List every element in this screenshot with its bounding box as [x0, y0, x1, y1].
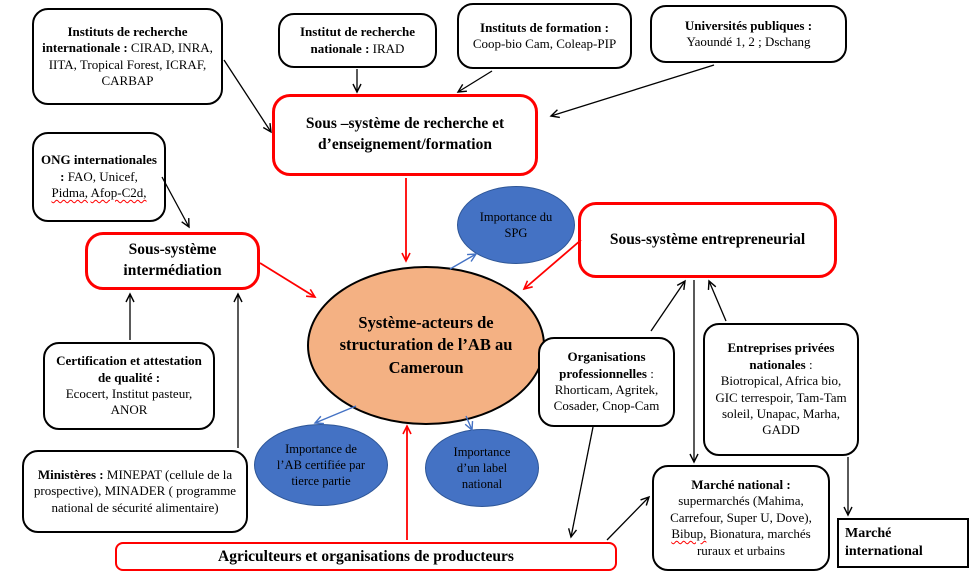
node-body: Biotropical, Africa bio, GIC terrespoir,…: [715, 373, 847, 438]
node-entrepreneurial-subsystem: Sous-système entrepreneurial: [578, 202, 837, 278]
node-research-international: Instituts de recherche internationale : …: [32, 8, 223, 105]
node-title: Marché national :: [691, 477, 791, 493]
node-body: IRAD: [372, 40, 405, 56]
node-body-misspelled: Afop-C2d,: [90, 185, 147, 201]
node-title: Organisations professionnelles: [559, 349, 647, 381]
arrow-universities-to-research-subsystem: [549, 64, 715, 119]
node-body: Bionatura, marchés ruraux et urbains: [696, 526, 811, 558]
node-label: Importance du SPG: [479, 209, 553, 240]
arrow-orgs-to-farmers: [567, 426, 594, 539]
node-ministries: Ministères : MINEPAT (cellule de la pros…: [22, 450, 248, 533]
node-title: Entreprises privées nationales: [727, 340, 835, 372]
arrow-ong-to-intermediation: [161, 176, 190, 229]
node-colon: :: [647, 365, 654, 381]
node-title: Certification et attestation de qualité …: [56, 353, 202, 385]
node-research-national: Institut de recherche nationale : IRAD: [278, 13, 437, 68]
node-body-misspelled: Pidma,: [51, 185, 88, 201]
node-title: Ministères :: [37, 466, 104, 482]
node-farmers-bar: Agriculteurs et organisations de product…: [115, 542, 617, 571]
node-label: Agriculteurs et organisations de product…: [218, 547, 514, 565]
node-body: Coop-bio Cam, Coleap-PIP: [472, 36, 617, 51]
node-label: Importance d’un label national: [453, 444, 511, 492]
node-body: MINEPAT (cellule de la prospective), MIN…: [33, 466, 237, 515]
node-importance-ab-certified: Importance de l’AB certifiée par tierce …: [254, 424, 388, 506]
node-private-companies: Entreprises privées nationales : Biotrop…: [703, 323, 859, 456]
node-national-market: Marché national : supermarchés (Mahima, …: [652, 465, 830, 571]
node-label: Marché international: [845, 525, 923, 559]
node-title: Instituts de recherche internationale :: [42, 23, 188, 56]
arrow-intermediation-to-center: [259, 262, 317, 298]
node-intermediation-subsystem: Sous-système intermédiation: [85, 232, 260, 290]
node-professional-orgs: Organisations professionnelles : Rhortic…: [538, 337, 675, 427]
node-research-subsystem: Sous –système de recherche et d’enseigne…: [272, 94, 538, 176]
arrow-center-to-ab-certified: [313, 405, 357, 425]
node-importance-spg: Importance du SPG: [457, 186, 575, 264]
node-label: Importance de l’AB certifiée par tierce …: [276, 441, 366, 489]
node-title: ONG internationales :: [41, 152, 157, 184]
node-body: Yaoundé 1, 2 ; Dschang: [686, 34, 811, 49]
node-body: CIRAD, INRA, IITA, Tropical Forest, ICRA…: [48, 40, 213, 88]
node-title: Sous –système de recherche et d’enseigne…: [305, 115, 505, 153]
arrow-farmers-to-national-market: [606, 495, 651, 541]
node-body: Rhorticam, Agritek, Cosader, Cnop-Cam: [553, 382, 660, 414]
node-body: Ecocert, Institut pasteur, ANOR: [65, 386, 193, 418]
node-title: Sous-système intermédiation: [123, 241, 222, 279]
node-title: Instituts de formation :: [480, 19, 609, 35]
node-certification: Certification et attestation de qualité …: [43, 342, 215, 430]
node-center-system: Système-acteurs de structuration de l’AB…: [307, 266, 545, 425]
node-colon: :: [805, 356, 813, 372]
node-label: Système-acteurs de structuration de l’AB…: [339, 313, 513, 377]
node-body: supermarchés (Mahima, Carrefour, Super U…: [670, 493, 812, 525]
node-public-universities: Universités publiques : Yaoundé 1, 2 ; D…: [650, 5, 847, 63]
node-title: Universités publiques :: [684, 17, 813, 33]
node-body: FAO, Unicef,: [67, 168, 138, 184]
node-ong-internationales: ONG internationales : FAO, Unicef, Pidma…: [32, 132, 166, 222]
arrow-companies-to-entrepreneurial: [707, 279, 727, 322]
node-importance-national-label: Importance d’un label national: [425, 429, 539, 507]
arrow-research-intl-to-research-subsystem: [223, 59, 272, 134]
arrow-center-to-spg: [449, 253, 478, 270]
arrow-training-to-research-subsystem: [456, 70, 493, 93]
node-title: Sous-système entrepreneurial: [609, 230, 806, 248]
node-title: Institut de recherche nationale :: [299, 24, 416, 56]
node-international-market: Marché international: [837, 518, 969, 568]
arrow-orgs-to-entrepreneurial: [650, 279, 686, 332]
node-body-misspelled: Bibup,: [671, 526, 707, 542]
node-training-institutes: Instituts de formation : Coop-bio Cam, C…: [457, 3, 632, 69]
